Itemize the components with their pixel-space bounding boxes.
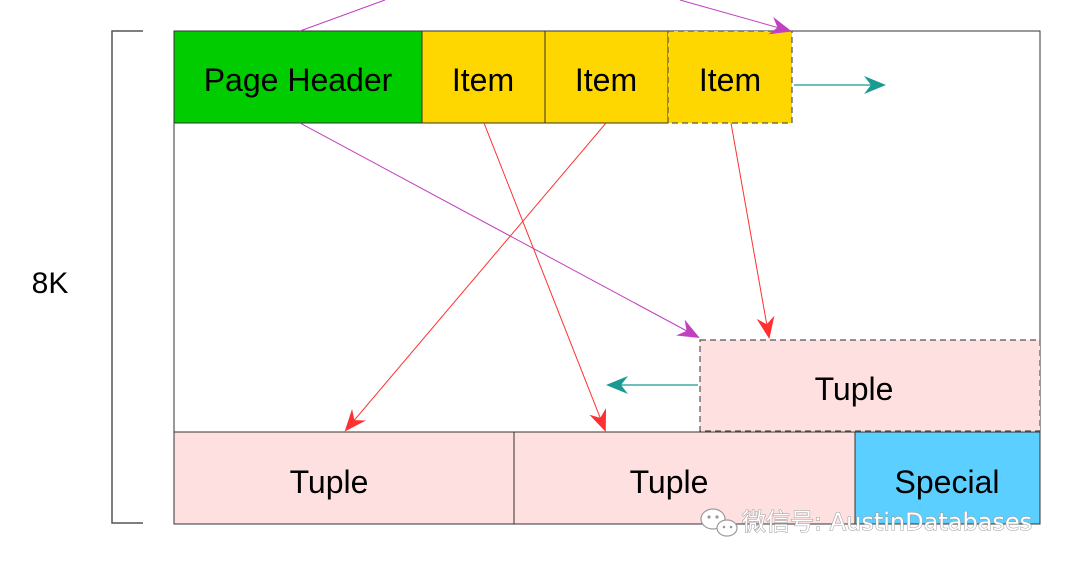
- tuple-box-new: [699, 339, 1041, 432]
- special-label: Special: [895, 464, 1000, 500]
- size-label: 8K: [32, 267, 69, 300]
- page-header-box: [173, 30, 423, 124]
- watermark-text: 微信号: AustinDatabases: [742, 508, 1032, 536]
- item-box-2: [544, 30, 669, 124]
- arrow-header-to-free-start: [299, 0, 386, 32]
- tuple-box-2: [513, 431, 856, 525]
- arrow-item1-to-tuple2: [483, 122, 607, 432]
- special-box: [854, 431, 1041, 525]
- item-label-2: Item: [575, 62, 637, 98]
- item-box-1: [421, 30, 546, 124]
- tuple-label-new: Tuple: [815, 371, 894, 407]
- arrow-header-to-new-tuple: [299, 122, 700, 338]
- tuple-label-1: Tuple: [290, 464, 369, 500]
- tuple-label-2: Tuple: [630, 464, 709, 500]
- item-label-3: Item: [699, 62, 761, 98]
- wechat-icon: [700, 508, 738, 537]
- arrow-item3-to-new-tuple: [730, 122, 775, 339]
- size-bracket: [111, 30, 143, 524]
- arrow-header-to-free-end: [679, 0, 792, 35]
- item-box-3: [667, 30, 793, 124]
- watermark: 微信号: AustinDatabases: [700, 508, 1033, 537]
- arrow-item2-to-tuple1: [344, 122, 607, 432]
- page-header-label: Page Header: [204, 62, 393, 98]
- item-label-1: Item: [452, 62, 514, 98]
